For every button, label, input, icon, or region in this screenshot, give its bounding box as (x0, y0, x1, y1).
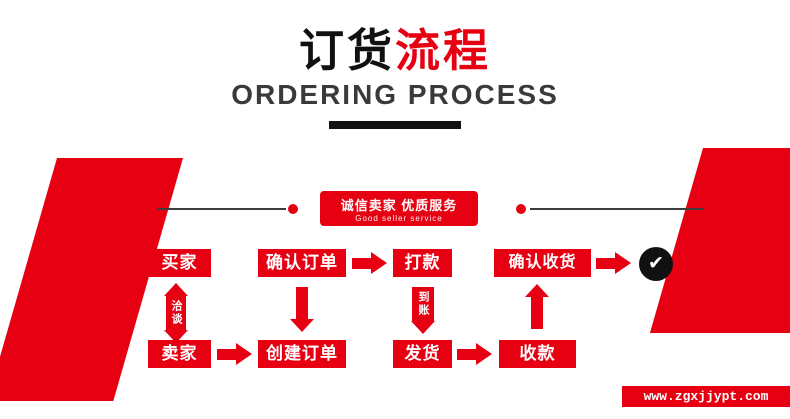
arrow-right-icon (457, 343, 492, 365)
arrow-head (476, 343, 492, 365)
ribbon-title: 诚信卖家 优质服务 (340, 198, 458, 213)
node-create-order: 创建订单 (258, 340, 346, 368)
page-title: 订货流程 (0, 14, 790, 79)
node-confirm-order: 确认订单 (258, 249, 346, 277)
watermark-url: www.zgxjjypt.com (622, 386, 790, 407)
arrow-shaft (296, 287, 308, 319)
arrow-right-icon (352, 252, 387, 274)
ribbon-subtitle: Good seller service (355, 214, 443, 223)
page-subtitle: ORDERING PROCESS (231, 79, 559, 110)
node-receive-payment: 收款 (499, 340, 576, 368)
page-title-red: 流程 (395, 25, 492, 76)
arrow-up-icon (525, 284, 549, 329)
arrow-head (615, 252, 631, 274)
negotiate-label: 洽谈 (166, 296, 186, 330)
arrival-label: 到账 (412, 287, 434, 321)
node-payment: 打款 (393, 249, 452, 277)
title-underline-bar (329, 121, 461, 129)
node-seller: 卖家 (148, 340, 211, 368)
arrow-head-up (525, 284, 549, 297)
negotiate-double-arrow-icon: 洽谈 (164, 283, 188, 343)
arrow-right-icon (596, 252, 631, 274)
arrow-head-down (411, 321, 435, 334)
right-connector-line (530, 208, 704, 210)
node-confirm-receipt: 确认收货 (494, 249, 591, 277)
right-parallelogram-shape (649, 148, 790, 333)
arrow-head-down (164, 330, 188, 343)
page-title-black: 订货 (298, 25, 395, 76)
arrow-shaft (596, 257, 615, 269)
arrow-head (236, 343, 252, 365)
arrow-shaft (352, 257, 371, 269)
service-ribbon: 诚信卖家 优质服务 Good seller service (320, 191, 478, 226)
node-ship: 发货 (393, 340, 452, 368)
arrival-arrow-icon: 到账 (411, 287, 435, 334)
right-line-dot (516, 204, 526, 214)
arrow-shaft (457, 348, 476, 360)
arrow-shaft (217, 348, 236, 360)
arrow-down-icon (290, 287, 314, 332)
arrow-right-icon (217, 343, 252, 365)
arrow-head-up (164, 283, 188, 296)
left-connector-line (158, 208, 286, 210)
arrow-head-down (290, 319, 314, 332)
left-line-dot (288, 204, 298, 214)
check-icon: ✔ (639, 247, 673, 281)
node-buyer: 买家 (148, 249, 211, 277)
arrow-head (371, 252, 387, 274)
arrow-shaft (531, 297, 543, 329)
